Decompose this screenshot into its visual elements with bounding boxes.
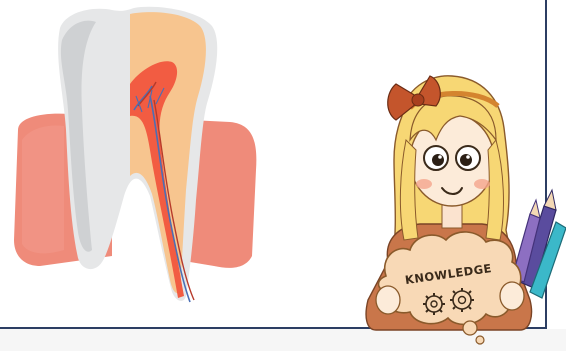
girl-hand-right xyxy=(500,282,524,310)
girl-character: KNOWLEDGE xyxy=(366,76,566,344)
girl-hand-left xyxy=(376,286,400,314)
girl-cheek-left xyxy=(416,179,432,189)
gum-shade xyxy=(22,126,64,254)
girl-cheek-right xyxy=(474,179,490,189)
tooth-diagram xyxy=(14,7,256,302)
